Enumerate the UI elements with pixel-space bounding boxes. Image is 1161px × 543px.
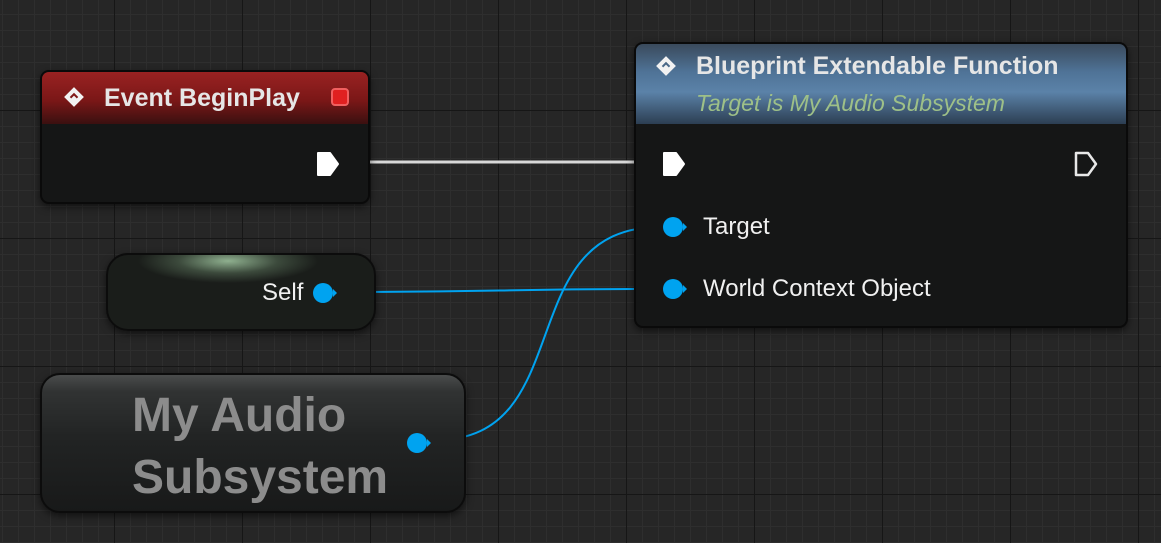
self-output-pin[interactable] (312, 282, 338, 304)
event-beginplay-node[interactable]: Event BeginPlay (40, 70, 370, 204)
exec-then-pin[interactable] (1074, 151, 1098, 177)
function-node-header[interactable]: Blueprint Extendable Function Target is … (636, 44, 1126, 124)
world-context-object-pin[interactable] (662, 278, 688, 300)
function-icon (656, 56, 676, 76)
function-subtitle: Target is My Audio Subsystem (696, 90, 1005, 116)
subsystem-title: My Audio Subsystem (132, 389, 389, 504)
subsystem-to-target-wire[interactable] (435, 226, 661, 441)
my-audio-subsystem-node[interactable]: My Audio Subsystem (40, 373, 466, 513)
event-icon (64, 87, 84, 107)
function-title: Blueprint Extendable Function (696, 52, 1059, 80)
self-node[interactable]: Self (106, 253, 376, 331)
self-to-world-context-wire[interactable] (346, 288, 661, 293)
event-beginplay-title: Event BeginPlay (104, 84, 300, 112)
blueprint-extendable-function-node[interactable]: Blueprint Extendable Function Target is … (634, 42, 1128, 328)
target-pin-label: Target (703, 213, 770, 240)
subsystem-output-pin[interactable] (406, 432, 432, 454)
event-beginplay-header[interactable]: Event BeginPlay (42, 72, 368, 124)
exec-out-pin[interactable] (316, 151, 340, 177)
world-context-object-label: World Context Object (703, 275, 931, 302)
self-pin-label: Self (262, 279, 304, 306)
target-pin[interactable] (662, 216, 688, 238)
exec-in-pin[interactable] (662, 151, 686, 177)
stop-icon (331, 88, 349, 106)
